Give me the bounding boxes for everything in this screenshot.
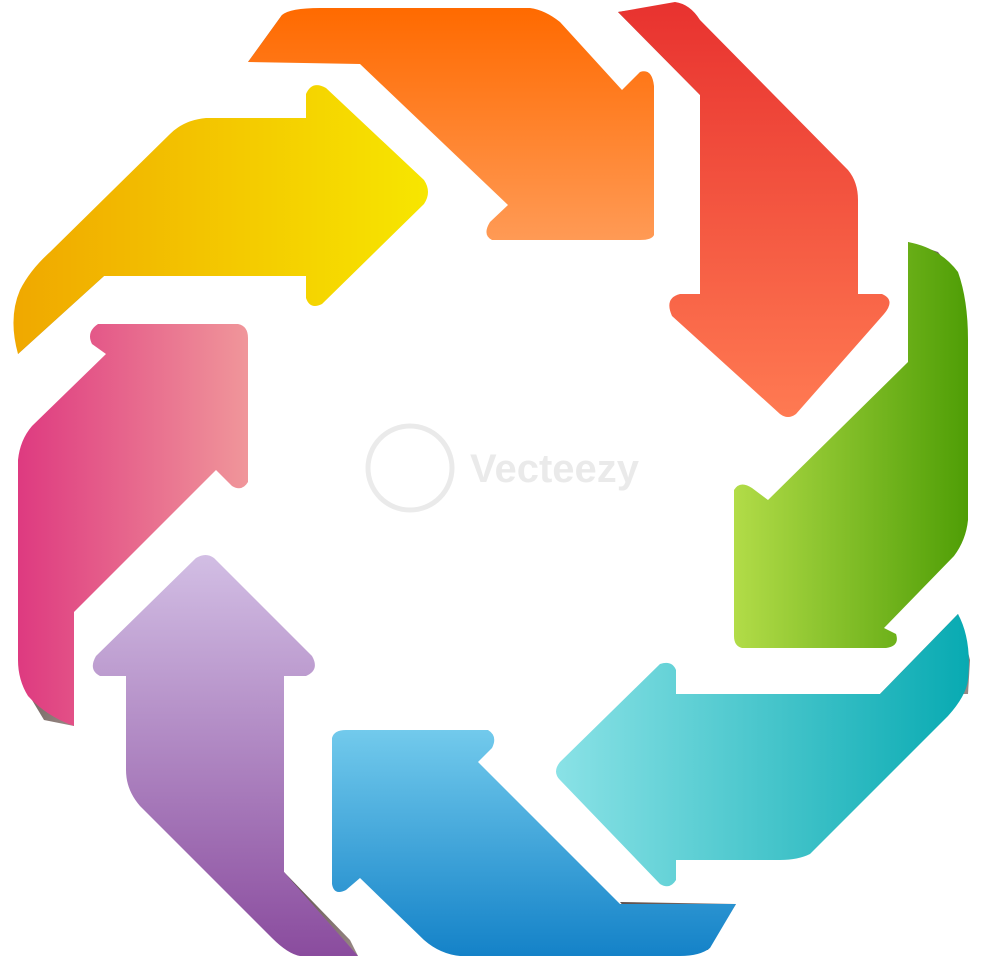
arrow-red-body bbox=[618, 2, 890, 417]
arrow-purple bbox=[92, 555, 359, 956]
watermark: Vecteezy bbox=[365, 423, 640, 513]
arrow-blue bbox=[332, 730, 736, 956]
arrow-pink bbox=[18, 324, 248, 726]
arrow-teal bbox=[556, 614, 970, 887]
arrow-orange-body bbox=[248, 8, 654, 240]
arrow-blue-body bbox=[332, 730, 736, 956]
arrow-green bbox=[734, 242, 968, 648]
arrow-pink-body bbox=[18, 324, 248, 726]
arrow-orange bbox=[248, 8, 654, 240]
arrow-green-body bbox=[734, 242, 968, 648]
arrow-red bbox=[618, 2, 890, 417]
watermark-logo bbox=[365, 423, 455, 513]
arrow-yellow bbox=[13, 85, 428, 354]
watermark-text: Vecteezy bbox=[470, 447, 640, 491]
arrow-yellow-body bbox=[13, 85, 428, 354]
arrow-purple-body bbox=[92, 555, 359, 956]
arrow-teal-body bbox=[556, 614, 969, 887]
